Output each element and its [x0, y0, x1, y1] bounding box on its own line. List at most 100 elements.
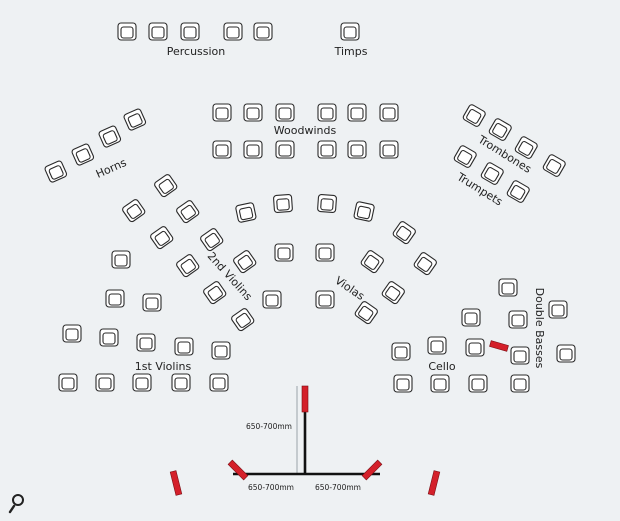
- chair-icon: [209, 373, 229, 392]
- chairs-double-basses: [461, 278, 576, 365]
- dimension-vertical: 650-700mm: [246, 422, 292, 431]
- chair-icon: [233, 250, 257, 274]
- chairs-brass: [453, 104, 566, 203]
- chair-icon: [243, 103, 263, 122]
- chair-icon: [317, 140, 337, 159]
- chair-icon: [274, 243, 294, 262]
- chair-icon: [262, 290, 282, 309]
- chair-icon: [200, 228, 224, 252]
- chair-icon: [212, 103, 232, 122]
- chair-icon: [174, 337, 194, 356]
- chair-icon: [117, 22, 137, 41]
- chair-icon: [498, 278, 518, 297]
- chair-icon: [360, 250, 384, 274]
- chair-icon: [62, 324, 82, 343]
- chair-icon: [317, 103, 337, 122]
- chair-icon: [427, 336, 447, 355]
- chair-icon: [223, 22, 243, 41]
- chair-icon: [171, 373, 191, 392]
- chair-icon: [542, 154, 566, 177]
- label-percussion: Percussion: [167, 45, 226, 58]
- chair-icon: [461, 308, 481, 327]
- chair-icon: [462, 104, 486, 127]
- chair-icon: [353, 201, 375, 222]
- label-woodwinds: Woodwinds: [274, 124, 337, 137]
- chair-icon: [465, 338, 485, 357]
- chairs-horns: [44, 108, 147, 183]
- chair-icon: [347, 103, 367, 122]
- chair-icon: [317, 194, 337, 213]
- chair-icon: [453, 145, 477, 168]
- chair-icon: [235, 202, 257, 223]
- chairs-percussion: [117, 22, 360, 41]
- chair-icon: [203, 281, 227, 305]
- chair-icon: [315, 243, 335, 262]
- chair-icon: [510, 346, 530, 365]
- chair-icon: [381, 281, 405, 305]
- microphone-rig: 650-700mm 650-700mm 650-700mm: [169, 340, 509, 496]
- chair-icon: [123, 108, 147, 131]
- dimension-right: 650-700mm: [315, 483, 361, 492]
- left-microphone: [227, 459, 249, 481]
- chair-icon: [44, 160, 68, 183]
- chair-icon: [273, 194, 293, 213]
- chair-icon: [514, 136, 538, 159]
- chair-icon: [212, 140, 232, 159]
- chair-icon: [98, 125, 122, 148]
- label-double-basses: Double Basses: [533, 288, 546, 369]
- chair-icon: [231, 308, 255, 332]
- chair-icon: [392, 221, 416, 245]
- chair-icon: [211, 341, 231, 360]
- chair-icon: [58, 373, 78, 392]
- chair-icon: [391, 342, 411, 361]
- outrigger-left-microphone: [169, 470, 183, 496]
- magnifier-logo-icon: [8, 494, 24, 514]
- dimension-left: 650-700mm: [248, 483, 294, 492]
- chairs-violas-centre: [235, 194, 375, 309]
- label-timps: Timps: [334, 45, 368, 58]
- chairs-first-violins: [58, 324, 231, 392]
- chair-icon: [154, 174, 178, 198]
- center-microphone: [301, 385, 309, 413]
- chair-icon: [480, 162, 504, 185]
- chair-icon: [315, 290, 335, 309]
- chairs-layer: [44, 22, 576, 393]
- chair-icon: [340, 22, 360, 41]
- chair-icon: [508, 310, 528, 329]
- chair-icon: [71, 143, 95, 166]
- chair-icon: [506, 180, 530, 203]
- chair-icon: [379, 140, 399, 159]
- label-first-violins: 1st Violins: [135, 360, 192, 373]
- chair-icon: [548, 300, 568, 319]
- chair-icon: [393, 374, 413, 393]
- chair-icon: [354, 301, 378, 325]
- chair-icon: [253, 22, 273, 41]
- chairs-second-violins: [105, 174, 257, 332]
- chair-icon: [413, 252, 437, 276]
- chair-icon: [105, 289, 125, 308]
- chair-icon: [347, 140, 367, 159]
- chair-icon: [488, 118, 512, 141]
- chair-icon: [99, 328, 119, 347]
- label-violas: Violas: [333, 274, 368, 303]
- chair-icon: [379, 103, 399, 122]
- chair-icon: [180, 22, 200, 41]
- chair-icon: [556, 344, 576, 363]
- outrigger-right-microphone: [427, 470, 441, 496]
- right-microphone: [361, 459, 383, 481]
- chair-icon: [111, 250, 131, 269]
- chairs-woodwinds: [212, 103, 399, 159]
- chair-icon: [176, 254, 200, 278]
- chair-icon: [430, 374, 450, 393]
- label-horns: Horns: [94, 156, 129, 181]
- chair-icon: [132, 373, 152, 392]
- chair-icon: [148, 22, 168, 41]
- chair-icon: [176, 200, 200, 224]
- chair-icon: [275, 103, 295, 122]
- chair-icon: [243, 140, 263, 159]
- chair-icon: [275, 140, 295, 159]
- chair-icon: [95, 373, 115, 392]
- chairs-violas-side: [354, 221, 437, 325]
- chair-icon: [136, 333, 156, 352]
- chair-icon: [150, 226, 174, 250]
